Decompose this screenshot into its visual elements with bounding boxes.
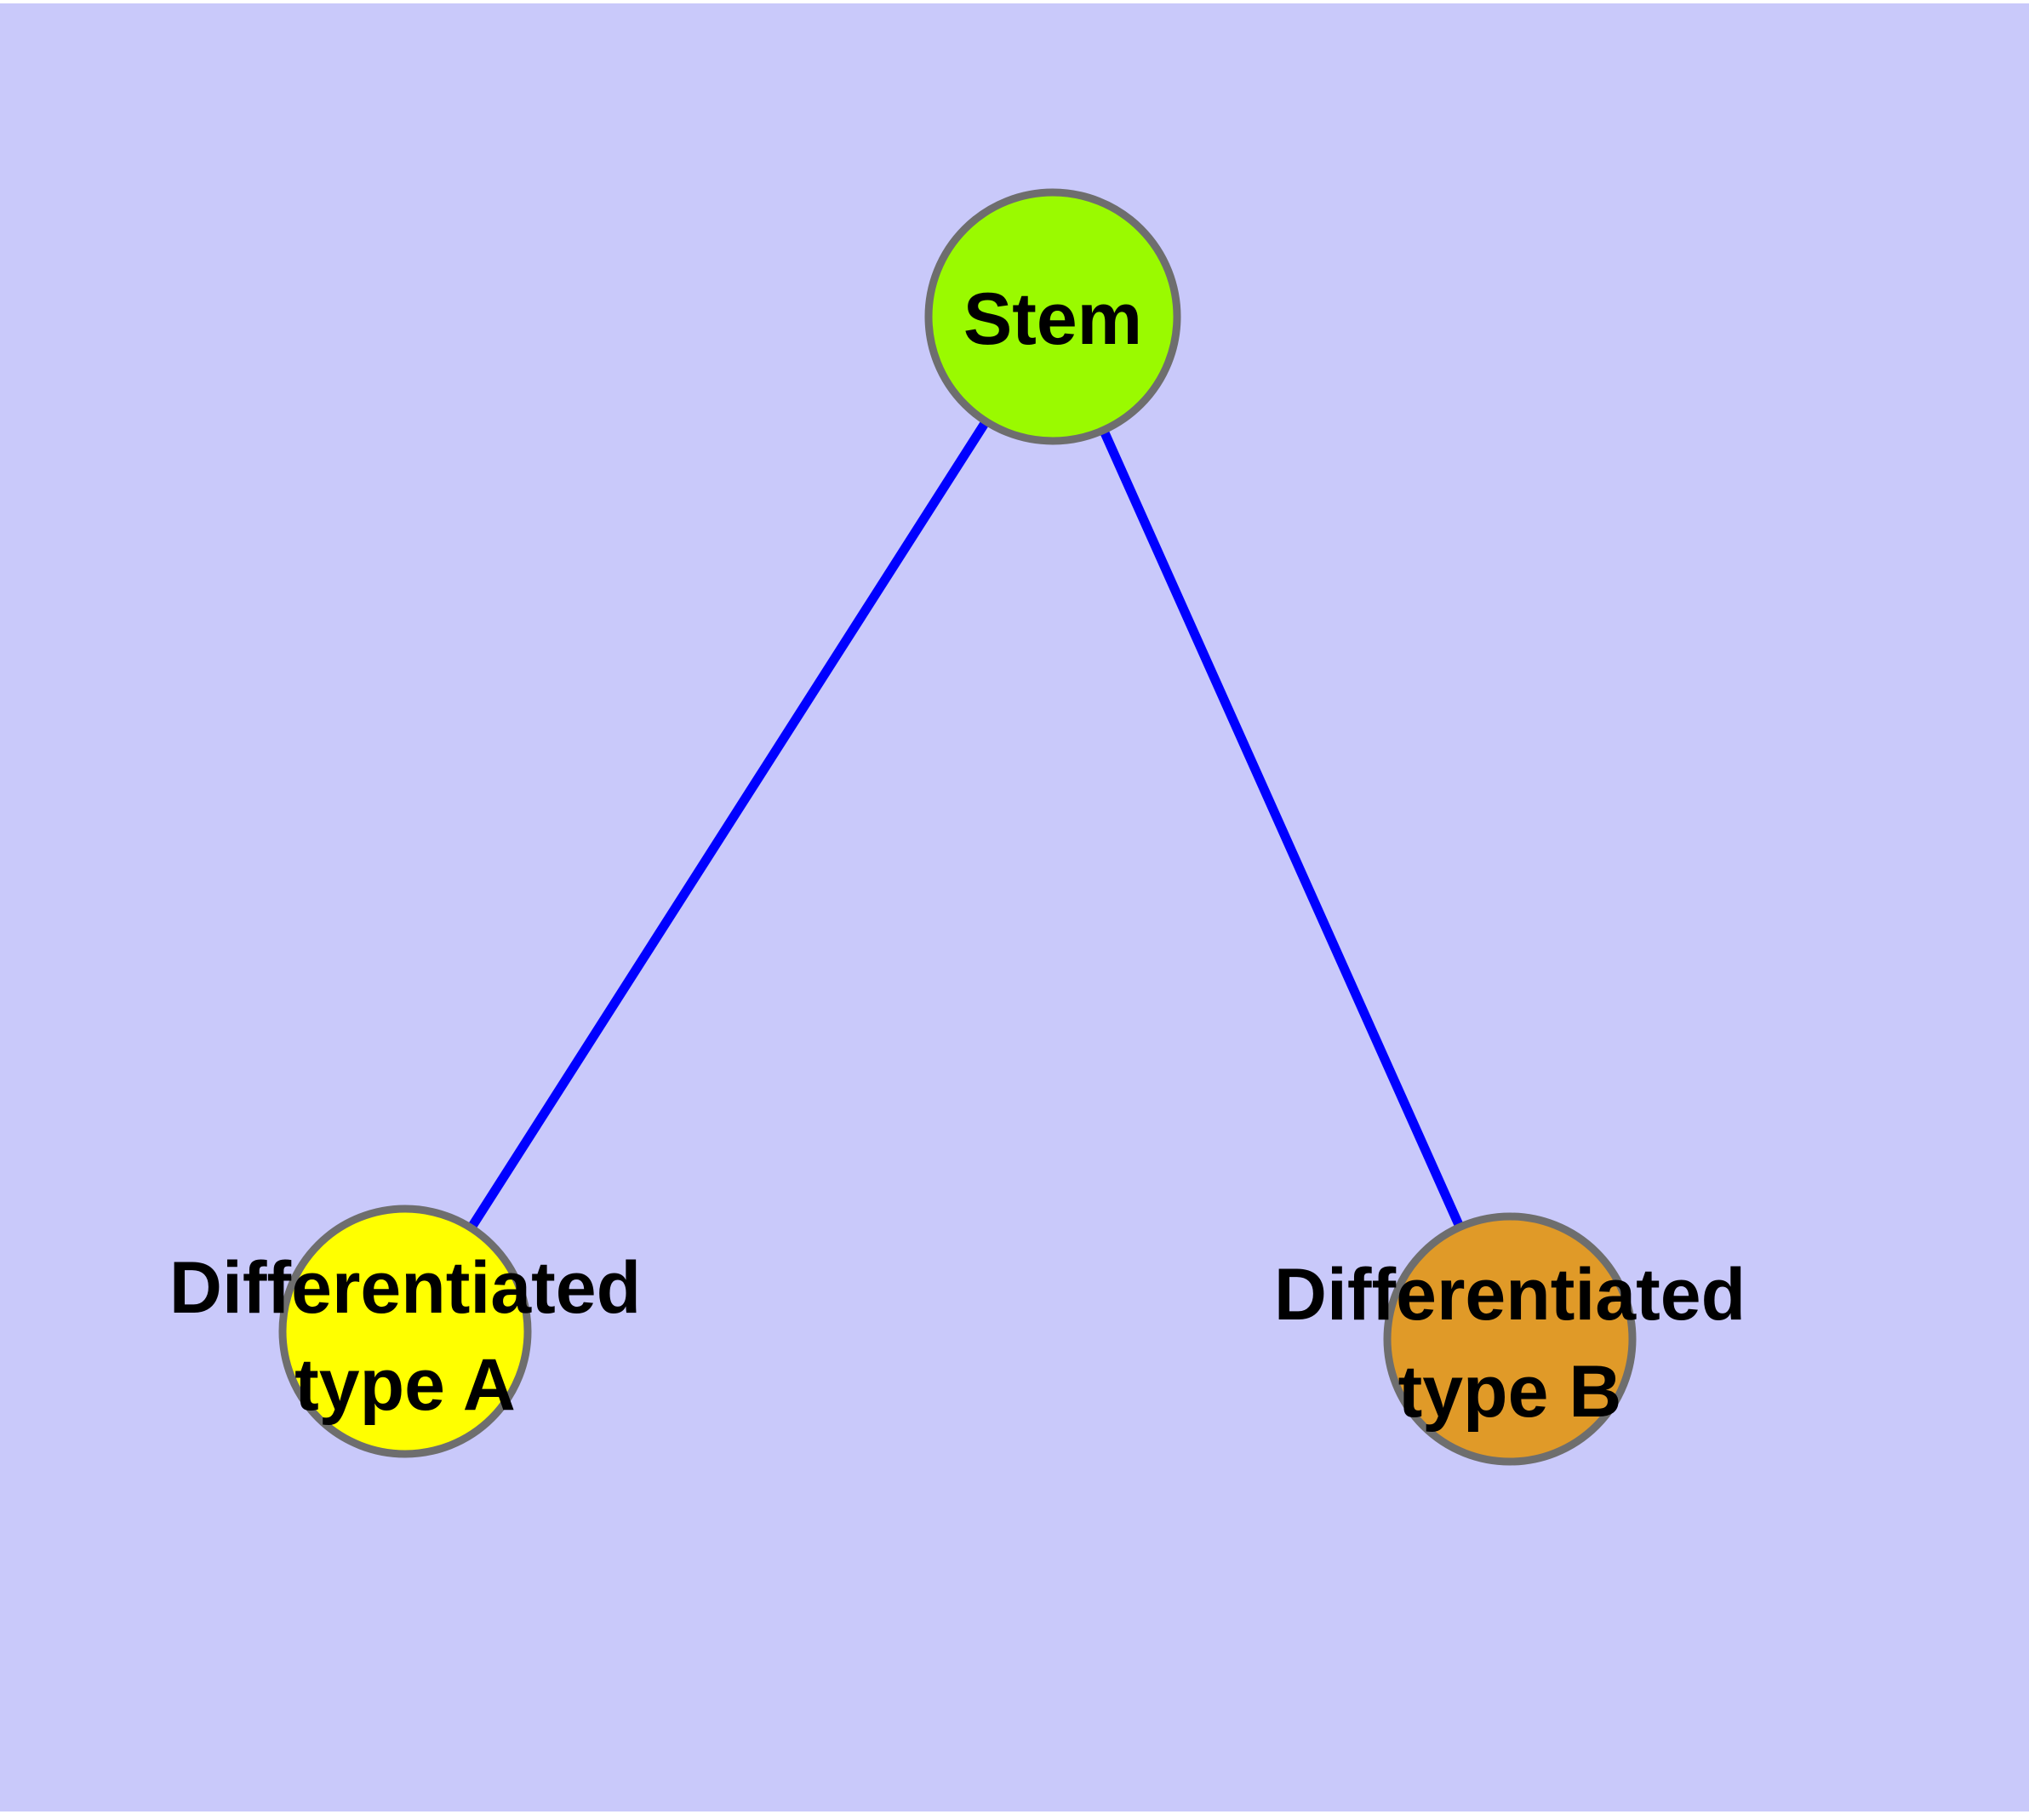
node-type-a-label: Differentiated type A xyxy=(169,1247,641,1426)
node-type-a-label-line2: type A xyxy=(294,1344,516,1426)
node-type-a-circle xyxy=(278,1205,532,1458)
edge-stem-to-type-b xyxy=(1048,314,1515,1342)
node-type-b-circle xyxy=(1383,1212,1637,1466)
node-type-b-label-line2: type B xyxy=(1398,1351,1622,1433)
node-type-b-label-line1: Differentiated xyxy=(1274,1254,1746,1336)
node-type-a-label-line1: Differentiated xyxy=(169,1247,641,1329)
node-type-b-label: Differentiated type B xyxy=(1274,1254,1746,1433)
node-stem-circle xyxy=(924,188,1181,445)
edge-stem-to-type-a xyxy=(401,314,1057,1334)
node-stem-label: Stem xyxy=(963,278,1142,360)
